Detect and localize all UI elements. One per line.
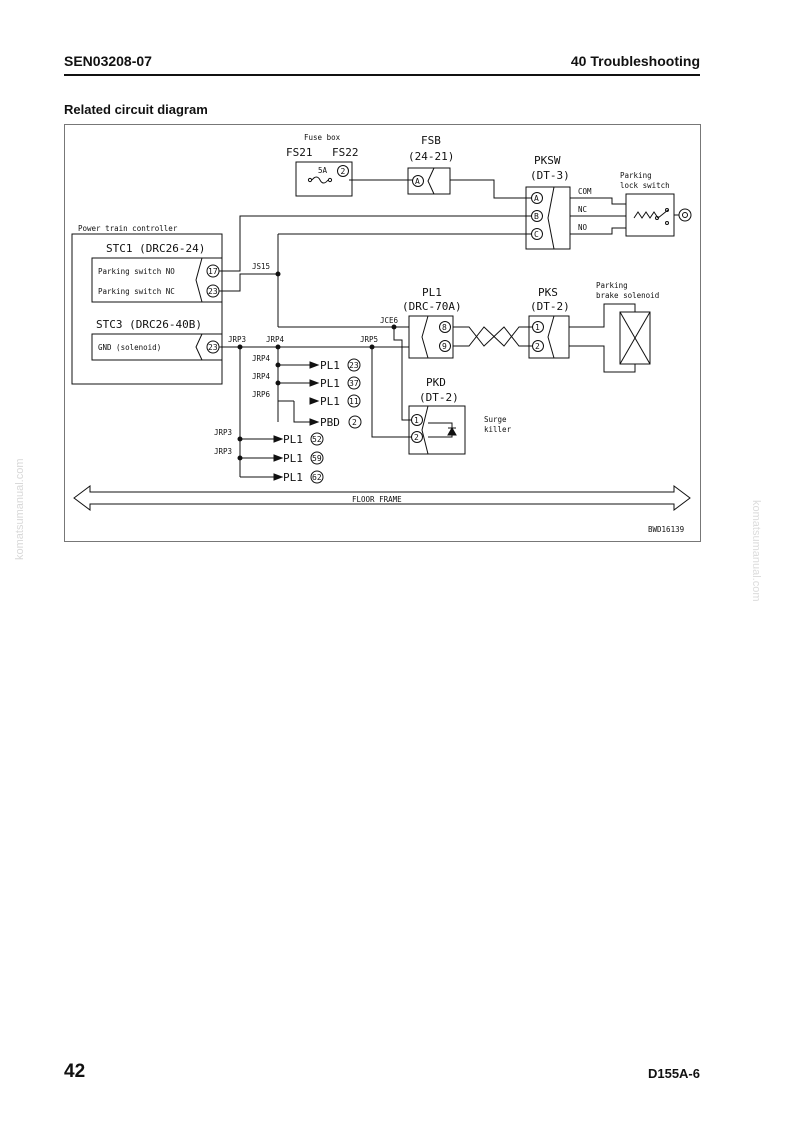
- splice-labels: JS15 JCE6 JRP5 JRP3 JRP4: [228, 262, 399, 344]
- pks-pin-1: 1: [535, 323, 540, 332]
- pksw-connector: PKSW (DT-3) A B C COM NC NO: [525, 154, 592, 250]
- splice-jce6: JCE6: [380, 316, 399, 325]
- branch-3-splice: JRP6: [252, 390, 271, 399]
- watermark-right: komatsumanual.com: [750, 500, 762, 602]
- branch-3-pin: 11: [349, 397, 359, 406]
- fsb-connector: FSB (24-21) A: [407, 134, 454, 195]
- pl1-pin-9: 9: [442, 342, 447, 351]
- pksw-pin-a: A: [534, 194, 539, 203]
- page-title: Related circuit diagram: [64, 102, 208, 117]
- page-number: 42: [64, 1061, 86, 1082]
- fsb-code: (24-21): [408, 150, 454, 163]
- stc1-pin-23: 23: [208, 287, 218, 296]
- lock-switch-label-1: Parking: [620, 171, 652, 180]
- fuse-box-title: Fuse box: [304, 133, 341, 142]
- floor-frame: FLOOR FRAME: [73, 485, 691, 511]
- pks-name: PKS: [538, 286, 558, 299]
- pl1-pin-8: 8: [442, 323, 447, 332]
- diagram-frame: [64, 124, 701, 542]
- fs22-label: FS22: [332, 146, 359, 159]
- splice-jrp5: JRP5: [360, 335, 378, 344]
- branch-1-pin: 23: [349, 361, 359, 370]
- stc3-pin-23: 23: [208, 343, 218, 352]
- lock-switch-label-2: lock switch: [620, 181, 670, 190]
- pl1-code: (DRC-70A): [402, 300, 462, 313]
- branch-6-target: PL1: [283, 452, 303, 465]
- pksw-term-no: NO: [578, 223, 588, 232]
- section-title: 40 Troubleshooting: [570, 53, 700, 69]
- surge-killer-label-2: killer: [484, 425, 512, 434]
- branch-4-target: PBD: [320, 416, 340, 429]
- floor-frame-label: FLOOR FRAME: [352, 495, 402, 504]
- branch-1-splice: JRP4: [252, 354, 271, 363]
- controller-title: Power train controller: [78, 224, 178, 233]
- pkd-code: (DT-2): [419, 391, 459, 404]
- pks-connector: PKS (DT-2) 1 2: [528, 286, 570, 359]
- stc3-row1: GND (solenoid): [98, 343, 161, 352]
- parking-brake-solenoid: Parking brake solenoid: [596, 281, 659, 365]
- pksw-pin-c: C: [534, 230, 539, 239]
- stc1-row1: Parking switch NO: [98, 267, 175, 276]
- branch-6-splice: JRP3: [214, 447, 232, 456]
- pkd-name: PKD: [426, 376, 446, 389]
- stc1-name: STC1 (DRC26-24): [106, 242, 205, 255]
- header-rule: [64, 74, 700, 76]
- stc1-row2: Parking switch NC: [98, 287, 175, 296]
- branch-5-splice: JRP3: [214, 428, 232, 437]
- power-train-controller: Power train controller STC1 (DRC26-24) P…: [71, 224, 223, 385]
- pkd-pin-1: 1: [414, 416, 419, 425]
- branch-2-target: PL1: [320, 377, 340, 390]
- fsb-pin: A: [415, 177, 420, 186]
- fsb-name: FSB: [421, 134, 441, 147]
- branch-7-pin: 62: [312, 473, 322, 482]
- branch-list: JRP4 PL1 23 JRP4 PL1 37 JRP6 PL1 11 PBD …: [214, 354, 362, 484]
- drawing-id: BWD16139: [648, 525, 684, 534]
- document-code: SEN03208-07: [64, 53, 152, 69]
- pksw-pin-b: B: [534, 212, 539, 221]
- pkd-pin-2: 2: [414, 433, 419, 442]
- surge-killer-label-1: Surge: [484, 415, 507, 424]
- wires: [219, 179, 636, 481]
- pksw-term-com: COM: [578, 187, 592, 196]
- splice-jrp4: JRP4: [266, 335, 285, 344]
- splice-js15: JS15: [252, 262, 270, 271]
- pksw-code: (DT-3): [530, 169, 570, 182]
- branch-1-target: PL1: [320, 359, 340, 372]
- branch-5-pin: 52: [312, 435, 322, 444]
- pl1-name: PL1: [422, 286, 442, 299]
- branch-2-pin: 37: [349, 379, 359, 388]
- stc1-pin-17: 17: [208, 267, 218, 276]
- pks-code: (DT-2): [530, 300, 570, 313]
- fuse-box: Fuse box FS21 FS22 5A 2: [286, 133, 359, 197]
- fs21-label: FS21: [286, 146, 313, 159]
- branch-6-pin: 59: [312, 454, 322, 463]
- branch-2-splice: JRP4: [252, 372, 271, 381]
- branch-7-target: PL1: [283, 471, 303, 484]
- solenoid-label-1: Parking: [596, 281, 628, 290]
- parking-lock-switch: Parking lock switch: [620, 171, 692, 237]
- pksw-term-nc: NC: [578, 205, 587, 214]
- fuse-pin: 2: [341, 167, 346, 176]
- pksw-name: PKSW: [534, 154, 561, 167]
- branch-3-target: PL1: [320, 395, 340, 408]
- stc3-name: STC3 (DRC26-40B): [96, 318, 202, 331]
- circuit-diagram: Fuse box FS21 FS22 5A 2 FSB (24-21) A PK…: [64, 124, 701, 542]
- pks-pin-2: 2: [535, 342, 540, 351]
- solenoid-label-2: brake solenoid: [596, 291, 659, 300]
- pkd-connector: PKD (DT-2) 1 2 Surge killer: [408, 376, 512, 455]
- watermark-left: komatsumanual.com: [14, 458, 26, 561]
- pl1-connector: PL1 (DRC-70A) 8 9: [402, 286, 462, 359]
- model-code: D155A-6: [647, 1066, 700, 1081]
- splice-jrp3: JRP3: [228, 335, 246, 344]
- branch-4-pin: 2: [352, 418, 357, 427]
- fuse-rating: 5A: [318, 166, 328, 175]
- branch-5-target: PL1: [283, 433, 303, 446]
